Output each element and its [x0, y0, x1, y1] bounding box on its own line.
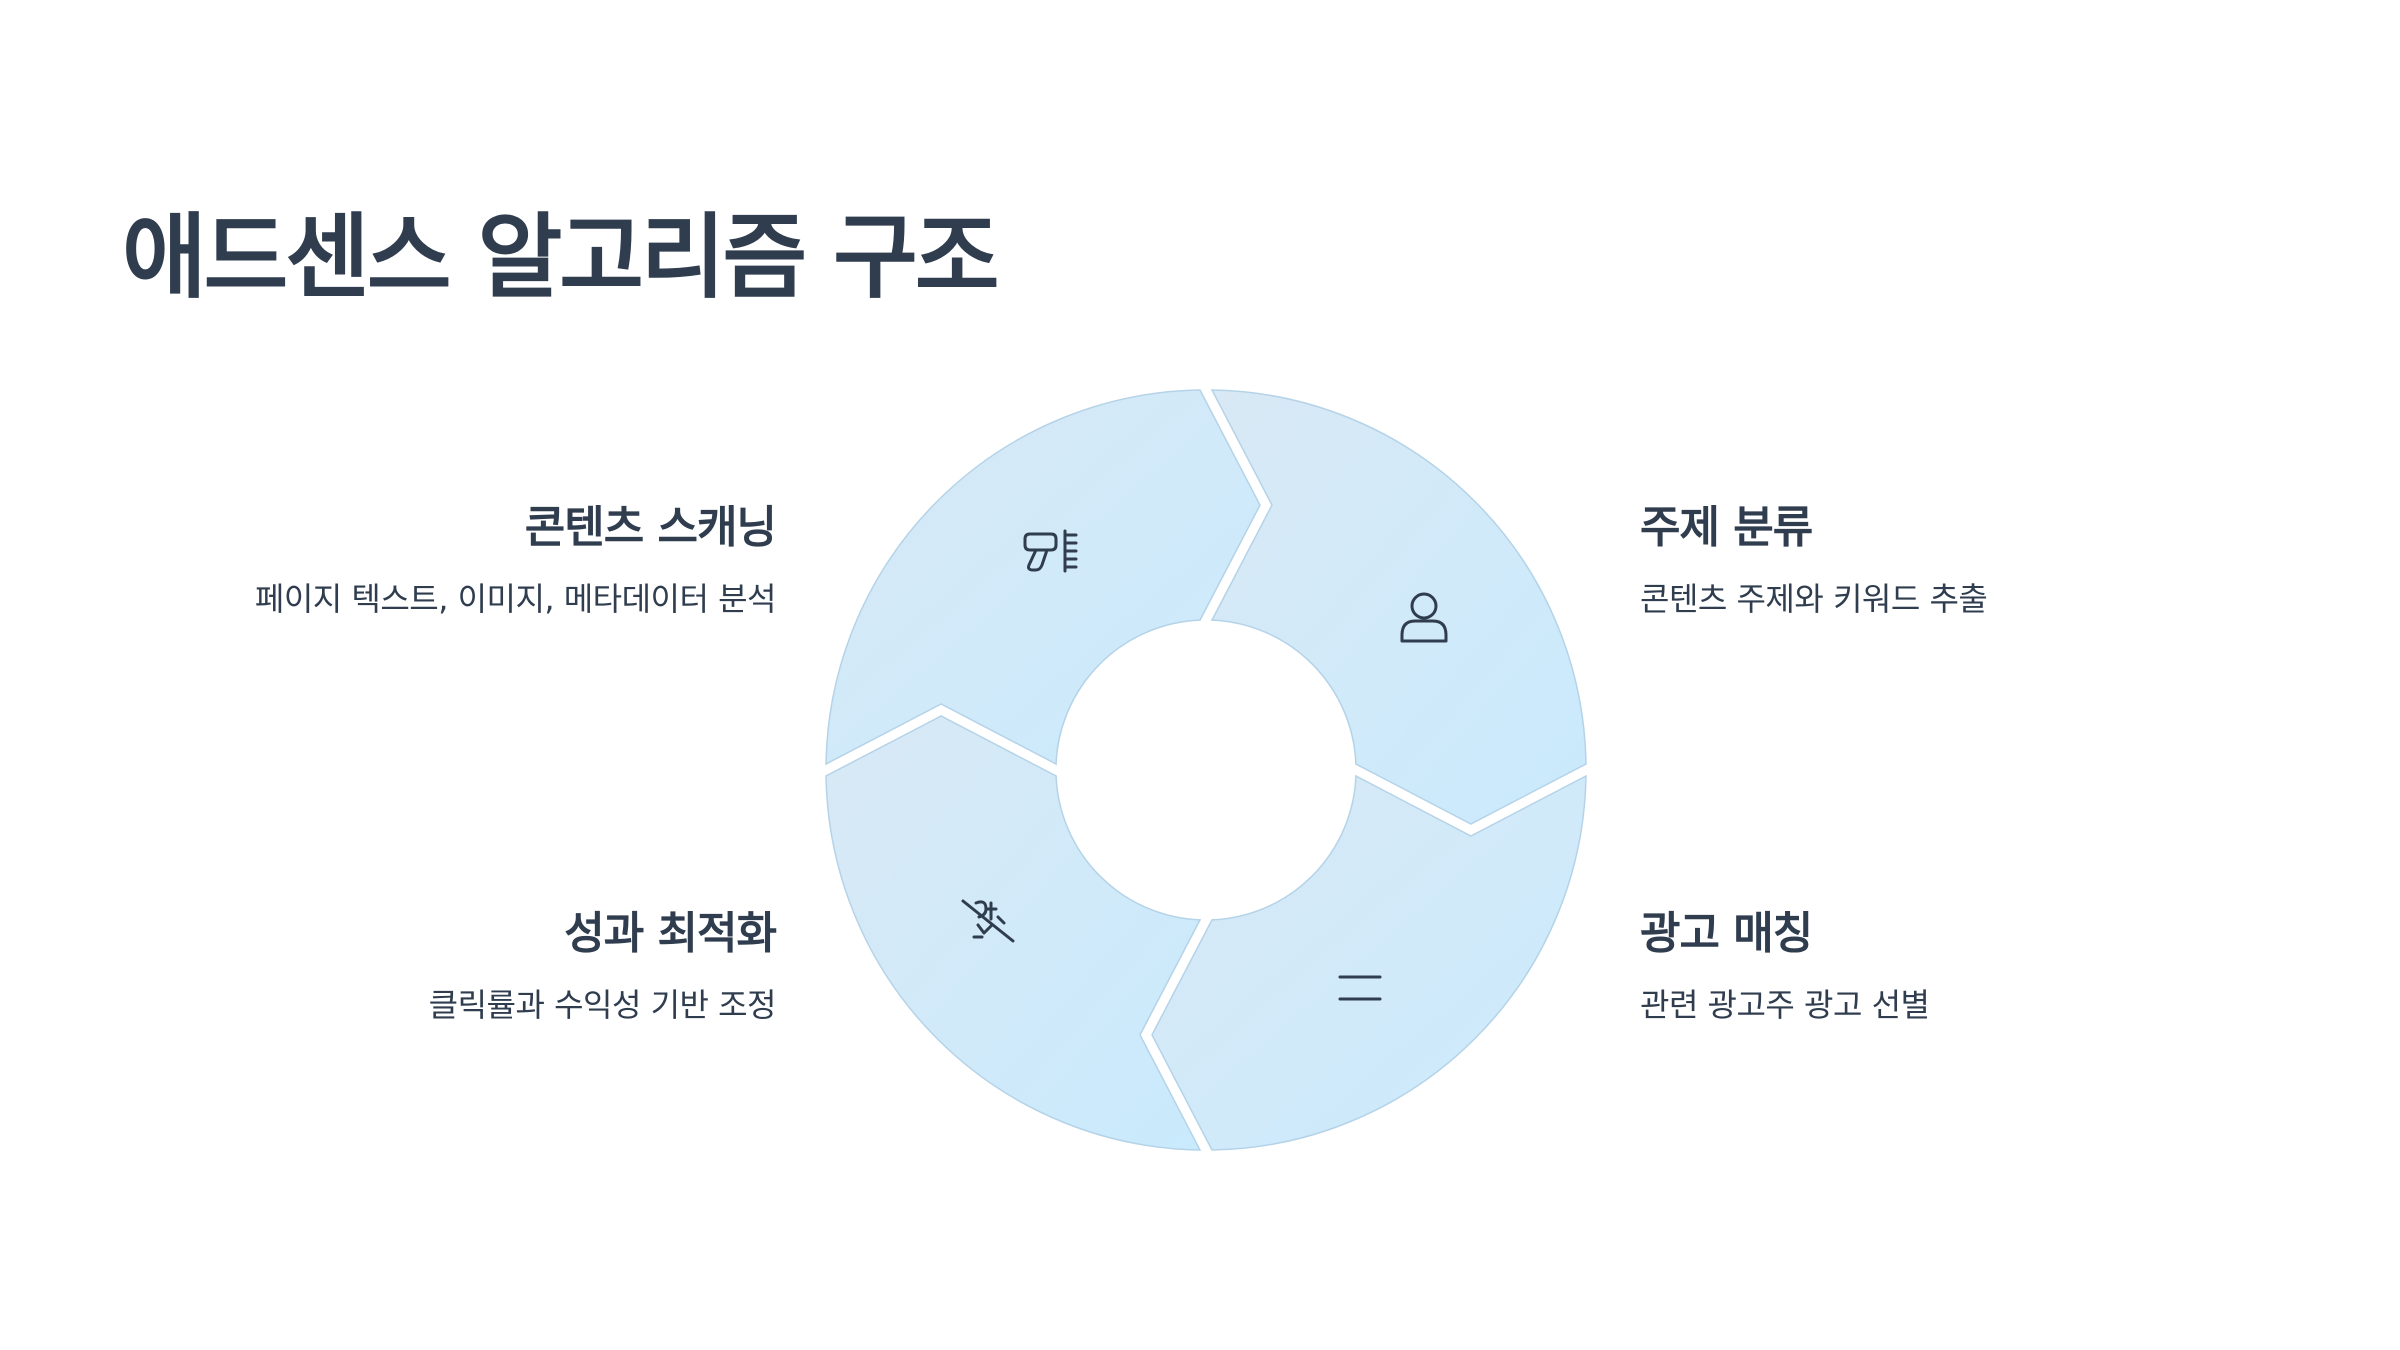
step-description: 관련 광고주 광고 선별: [1640, 985, 1930, 1024]
segment-scanning: [825, 389, 1261, 766]
scanner-icon: [1023, 529, 1078, 573]
step-description: 콘텐츠 주제와 키워드 추출: [1640, 579, 1988, 618]
step-title: 주제 분류: [1640, 502, 1813, 553]
segment-optimization: [825, 715, 1202, 1151]
step-matching-label: 광고 매칭 관련 광고주 광고 선별: [1640, 908, 2320, 1026]
equals-icon: [1338, 975, 1382, 1001]
step-classification-label: 주제 분류 콘텐츠 주제와 키워드 추출: [1640, 502, 2320, 620]
person-icon: [1400, 592, 1448, 643]
step-optimization-label: 성과 최적화 클릭률과 수익성 기반 조정: [96, 908, 777, 1026]
step-description: 클릭률과 수익성 기반 조정: [428, 985, 777, 1024]
segment-classification: [1210, 389, 1587, 825]
step-title: 성과 최적화: [564, 908, 777, 959]
segment-matching: [1151, 774, 1587, 1151]
step-description: 페이지 텍스트, 이미지, 메타데이터 분석: [254, 579, 777, 618]
step-title: 콘텐츠 스캐닝: [524, 502, 777, 553]
crossed-chart-icon: [961, 899, 1015, 943]
step-scanning-label: 콘텐츠 스캐닝 페이지 텍스트, 이미지, 메타데이터 분석: [96, 502, 777, 620]
page-title: 애드센스 알고리즘 구조: [122, 204, 999, 311]
step-title: 광고 매칭: [1640, 908, 1813, 959]
